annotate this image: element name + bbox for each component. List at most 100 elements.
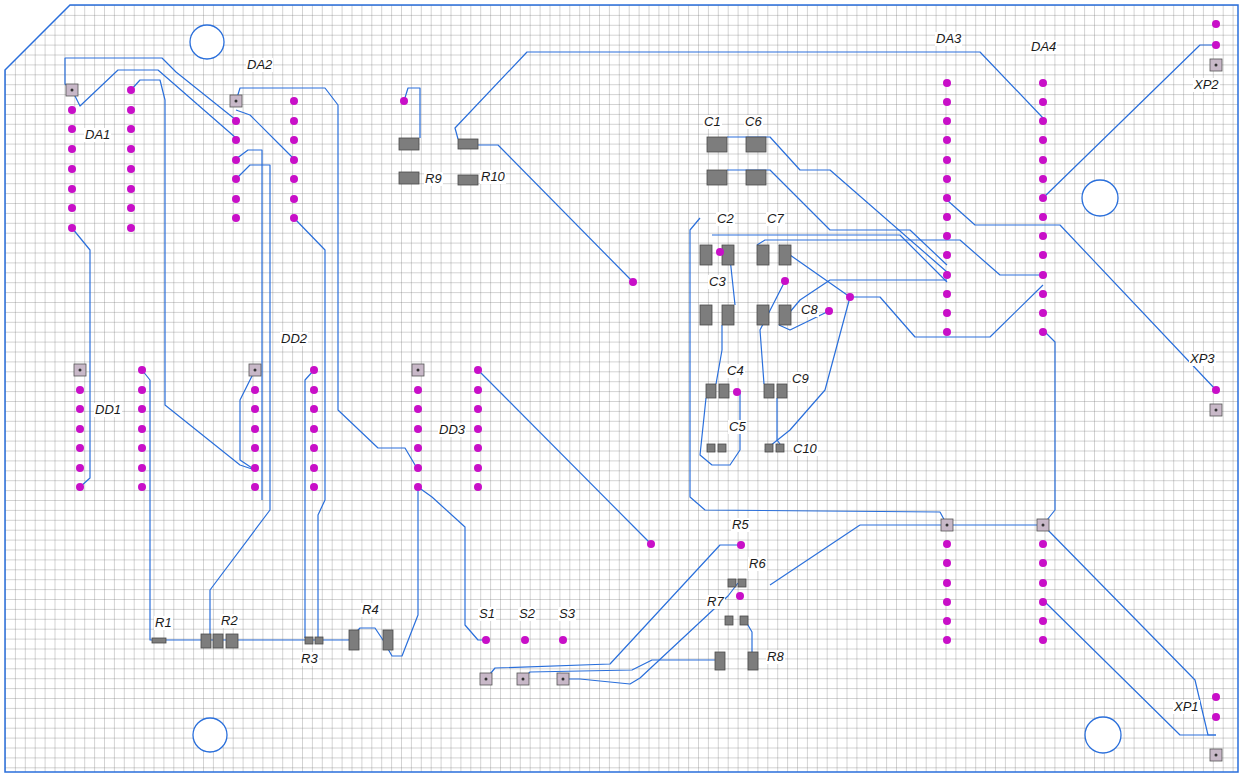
through-hole-pad	[943, 98, 951, 106]
through-hole-pad	[290, 136, 298, 144]
through-hole-pad	[1039, 175, 1047, 183]
through-hole-pad	[310, 405, 318, 413]
square-pad	[557, 673, 569, 685]
through-hole-pad	[943, 579, 951, 587]
square-pad	[941, 519, 953, 531]
part-designator: C2	[716, 212, 735, 226]
part-designator: XP1	[1173, 700, 1200, 714]
smd-pad	[779, 245, 791, 265]
through-hole-pad	[943, 79, 951, 87]
through-hole-pad	[68, 145, 76, 153]
copper-trace	[779, 245, 1043, 337]
smd-pad	[700, 245, 712, 265]
through-hole-pad	[232, 214, 240, 222]
through-hole-pad	[414, 464, 422, 472]
copper-trace	[486, 545, 741, 679]
part-designator: C4	[726, 364, 745, 378]
copper-trace	[240, 370, 255, 470]
through-hole-pad	[310, 366, 318, 374]
through-hole-pad	[1039, 79, 1047, 87]
smd-pad	[740, 616, 748, 625]
through-hole-pad	[1039, 328, 1047, 336]
smd-pad	[707, 170, 727, 185]
through-hole-pad	[414, 483, 422, 491]
through-hole-pad	[1039, 559, 1047, 567]
square-pad	[1210, 59, 1222, 71]
part-designator: DA2	[246, 58, 273, 72]
copper-trace	[236, 150, 262, 500]
through-hole-pad	[1039, 309, 1047, 317]
through-hole-pad	[414, 444, 422, 452]
through-hole-pad	[138, 425, 146, 433]
through-hole-pad	[68, 224, 76, 232]
through-hole-pad	[68, 20, 1220, 721]
copper-trace	[418, 487, 486, 640]
through-hole-pad	[414, 425, 422, 433]
square-pad	[412, 364, 424, 376]
through-hole-pad	[1039, 156, 1047, 164]
copper-trace	[947, 200, 1216, 390]
through-hole-pad	[232, 136, 240, 144]
mounting-hole	[1085, 717, 1121, 753]
square-pad	[74, 364, 86, 376]
part-designator: C10	[792, 442, 818, 456]
smd-pad	[305, 637, 313, 644]
through-hole-pad	[232, 175, 240, 183]
through-hole-pad	[474, 386, 482, 394]
part-designator: R10	[480, 170, 506, 184]
board-grid	[5, 5, 1238, 772]
through-hole-pad	[232, 195, 240, 203]
through-hole-pad	[943, 213, 951, 221]
copper-trace	[523, 660, 718, 679]
mounting-hole	[193, 718, 227, 752]
part-designator: R5	[731, 518, 750, 532]
copper-trace	[478, 370, 651, 544]
through-hole-pad	[127, 204, 135, 212]
through-hole-pad	[127, 106, 135, 114]
through-hole-pad	[1212, 41, 1220, 49]
smd-pad	[399, 138, 419, 150]
smd-pad	[399, 172, 419, 184]
part-designator: DD1	[94, 403, 122, 417]
through-hole-pad	[1039, 117, 1047, 125]
through-hole-pad	[251, 464, 259, 472]
board-outline	[5, 5, 1238, 772]
pad-center	[79, 369, 82, 372]
through-hole-pad	[1039, 636, 1047, 644]
through-hole-pad	[251, 483, 259, 491]
through-hole-pad	[138, 386, 146, 394]
through-hole-pad	[310, 483, 318, 491]
pad-center	[71, 64, 1218, 757]
through-hole-pad	[781, 277, 789, 285]
part-designator: C7	[766, 212, 785, 226]
through-hole-pad	[290, 97, 298, 105]
part-designator: S1	[478, 607, 496, 621]
copper-trace	[563, 583, 738, 684]
copper-trace	[455, 52, 1043, 139]
through-hole-pad	[629, 278, 637, 286]
part-designator: DA3	[935, 32, 962, 46]
through-hole-pad	[290, 156, 298, 164]
smd-pad	[349, 630, 359, 650]
copper-trace	[716, 325, 722, 384]
through-hole-pad	[127, 165, 135, 173]
through-hole-pad	[310, 444, 318, 452]
copper-trace	[777, 398, 780, 444]
smd-pad	[152, 137, 791, 670]
through-hole-pad	[127, 86, 135, 94]
through-hole-pad	[68, 165, 76, 173]
smd-pad	[776, 444, 784, 452]
through-hole-pad	[846, 293, 854, 301]
square-pad	[1037, 519, 1049, 531]
smd-pad	[700, 305, 712, 325]
through-hole-pad	[559, 636, 567, 644]
board-outline	[5, 5, 1238, 772]
part-designator: S2	[518, 607, 536, 621]
through-hole-pad	[290, 117, 298, 125]
copper-trace	[65, 58, 236, 120]
pad-center	[235, 100, 238, 103]
through-hole-pad	[943, 309, 951, 317]
pad-center	[1215, 409, 1218, 412]
through-hole-pad	[474, 425, 482, 433]
